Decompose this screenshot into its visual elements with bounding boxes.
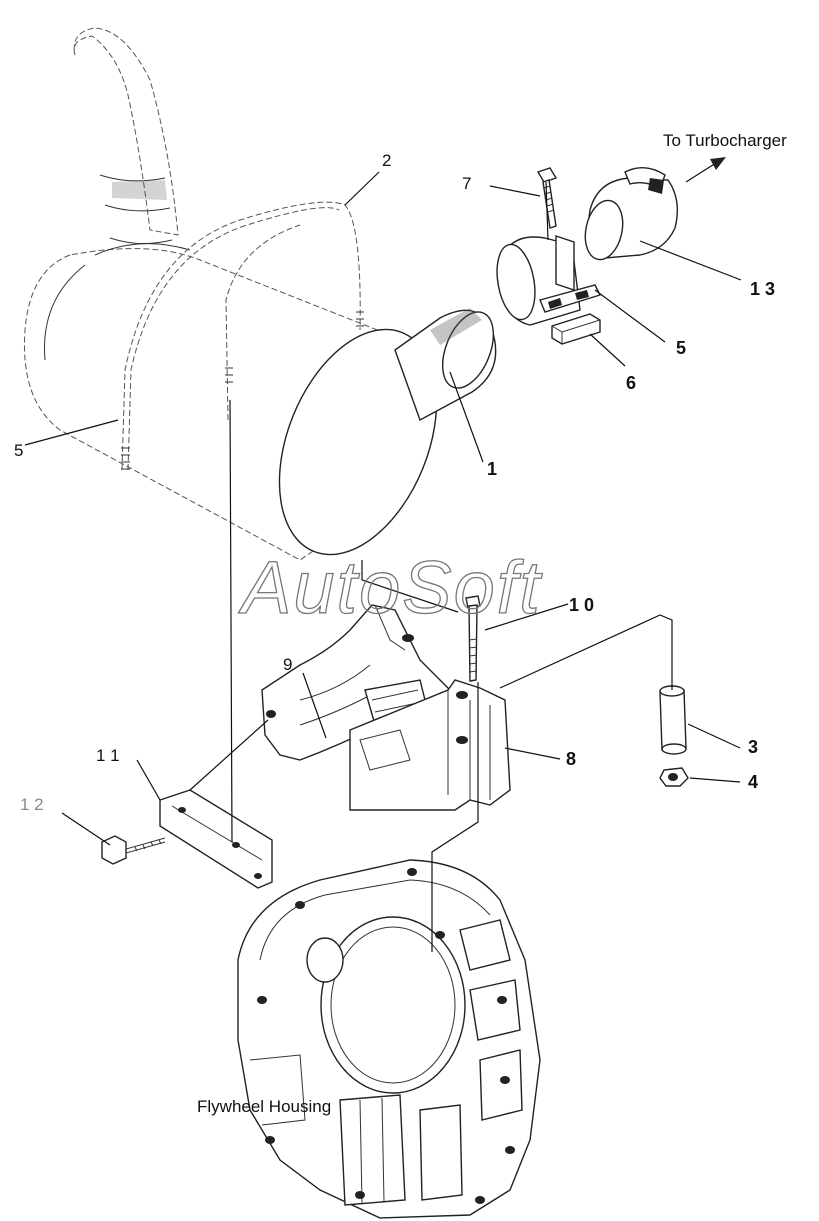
mounting-block	[349, 679, 511, 811]
assembly-lines	[24, 171, 742, 952]
callout-12: 1 2	[20, 795, 44, 814]
caption-flywheel-housing: Flywheel Housing	[197, 1097, 331, 1116]
callout-2: 2	[382, 151, 391, 170]
spacer-block	[551, 313, 601, 345]
callout-13: 1 3	[750, 279, 775, 299]
turbo-pipe	[584, 167, 678, 261]
hex-bolt	[101, 835, 166, 865]
callout-4: 4	[748, 772, 758, 792]
callout-11: 1 1	[96, 746, 120, 765]
mounting-plate	[159, 789, 273, 889]
callout-5: 5	[676, 338, 686, 358]
clamp	[496, 235, 601, 326]
callout-7: 7	[462, 174, 471, 193]
callout-1: 1	[487, 459, 497, 479]
caption-to-turbocharger: To Turbocharger	[663, 131, 787, 150]
callout-9: 9	[283, 655, 292, 674]
muffler	[23, 27, 497, 561]
callout-3: 3	[748, 737, 758, 757]
callout-5-left: 5	[14, 441, 23, 460]
long-stud	[465, 595, 481, 682]
u-bolt	[121, 201, 364, 471]
sleeve-and-nut	[659, 685, 689, 787]
callout-8: 8	[566, 749, 576, 769]
turbocharger-arrow	[685, 157, 726, 183]
callout-10: 1 0	[569, 595, 594, 615]
callout-6: 6	[626, 373, 636, 393]
watermark: AutoSoft	[238, 546, 543, 629]
flywheel-housing	[237, 859, 541, 1219]
